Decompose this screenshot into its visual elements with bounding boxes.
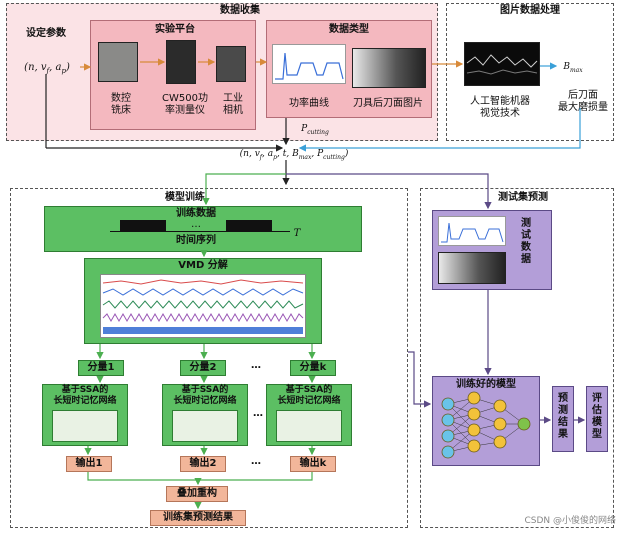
power-curve-plot (275, 52, 344, 80)
output-k-box: 输出k (290, 456, 336, 472)
test-data-label: 测 试 数 据 (521, 218, 531, 265)
combined-formula: (n, vf, ap, t, Bmax, Pcutting) (239, 149, 349, 161)
t-axis-label: T (293, 228, 301, 239)
set-params-formula: (n, vf, ap) (24, 62, 70, 75)
component-2-box: 分量2 (180, 360, 226, 376)
ssa-lstm-label-2: 基于SSA的 长短时记忆网络 (173, 385, 237, 406)
superposition-label: 叠加重构 (177, 488, 217, 499)
lstm-cell-diagram-k (276, 410, 342, 442)
time-series-box (44, 206, 362, 252)
prediction-result-box: 预 测 结 果 (552, 386, 574, 452)
wear-contour-plot (466, 54, 538, 75)
cnc-mill-photo (98, 42, 138, 82)
training-data-bar-right (226, 220, 272, 232)
evaluate-model-box: 评 估 模 型 (586, 386, 608, 452)
test-prediction-title: 测试集预测 (498, 192, 548, 203)
training-data-label: 训练数据 (176, 208, 216, 219)
lstm-cell-diagram-2 (172, 410, 238, 442)
ssa-lstm-label-1: 基于SSA的 长短时记忆网络 (53, 385, 117, 406)
tool-flank-photo (352, 48, 426, 88)
power-meter-photo (166, 40, 196, 84)
component-dots: … (251, 360, 261, 371)
prediction-result-label: 预 测 结 果 (558, 393, 568, 440)
cnc-mill-label: 数控 铣床 (111, 93, 131, 116)
output-k-label: 输出k (299, 458, 327, 469)
ai-vision-label: 人工智能机器 视觉技术 (470, 96, 530, 119)
data-type-title: 数据类型 (329, 24, 369, 35)
data-collection-title: 数据收集 (220, 5, 260, 16)
image-processing-title: 图片数据处理 (500, 5, 560, 16)
trained-model-label: 训练好的模型 (456, 379, 516, 390)
test-power-curve-plot (441, 222, 504, 243)
watermark: CSDN @小俊俊的网络 (524, 516, 616, 526)
test-tool-flank-photo (438, 252, 506, 284)
power-meter-label: CW500功 率测量仪 (162, 93, 208, 116)
vmd-title: VMD 分解 (178, 260, 228, 271)
set-params-label: 设定参数 (26, 28, 66, 39)
component-1-label: 分量1 (87, 362, 115, 373)
output-2-box: 输出2 (180, 456, 226, 472)
training-data-bar-left (120, 220, 166, 232)
vmd-signal-plot (100, 274, 306, 338)
test-power-curve-thumbnail (438, 216, 506, 246)
industrial-camera-label: 工业 相机 (223, 93, 243, 116)
training-data-ellipsis: … (191, 219, 201, 230)
component-k-label: 分量k (299, 362, 327, 373)
output-1-label: 输出1 (75, 458, 103, 469)
experiment-platform-title: 实验平台 (155, 24, 195, 35)
p-cutting-label: Pcutting (301, 124, 329, 136)
vision-result-image (464, 42, 540, 86)
b-max-label: Bmax (563, 62, 583, 74)
tool-flank-label: 刀具后刀面图片 (353, 98, 423, 109)
component-k-box: 分量k (290, 360, 336, 376)
superposition-box: 叠加重构 (166, 486, 228, 502)
time-axis-line (110, 231, 290, 232)
max-wear-label: 后刀面 最大磨损量 (558, 90, 608, 113)
lstm-cell-diagram-1 (52, 410, 118, 442)
output-2-label: 输出2 (189, 458, 217, 469)
vmd-modes-svg (102, 279, 304, 334)
train-result-label: 训练集预测结果 (163, 512, 233, 523)
time-series-label: 时间序列 (176, 235, 216, 246)
train-result-box: 训练集预测结果 (150, 510, 246, 526)
ssa-lstm-label-k: 基于SSA的 长短时记忆网络 (277, 385, 341, 406)
component-1-box: 分量1 (78, 360, 124, 376)
output-1-box: 输出1 (66, 456, 112, 472)
evaluate-model-label: 评 估 模 型 (592, 393, 602, 440)
power-curve-thumbnail (272, 44, 346, 84)
industrial-camera-photo (216, 46, 246, 82)
ssa-lstm-dots: … (253, 408, 263, 419)
model-training-title: 模型训练 (165, 192, 205, 203)
output-dots: … (251, 456, 261, 467)
power-curve-label: 功率曲线 (289, 98, 329, 109)
component-2-label: 分量2 (189, 362, 217, 373)
